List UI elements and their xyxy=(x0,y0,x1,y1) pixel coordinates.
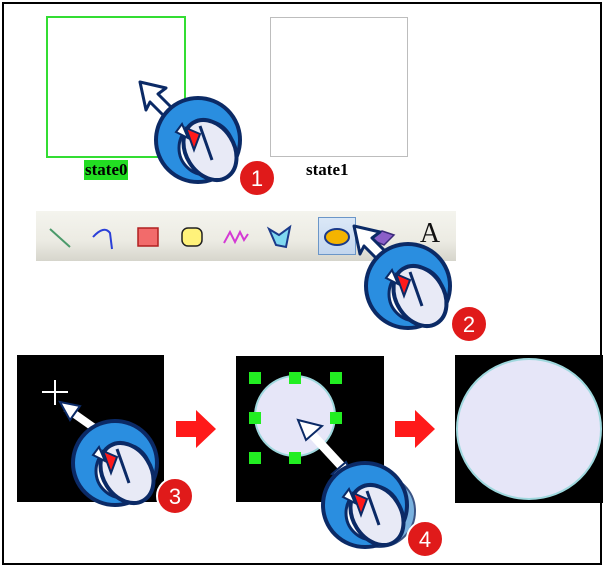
line-icon[interactable] xyxy=(44,221,76,253)
step-badge-1 xyxy=(238,159,276,197)
step-number-3: 3 xyxy=(169,484,181,509)
ellipse-icon xyxy=(324,228,350,246)
step-badge-3 xyxy=(156,477,194,515)
rounded-rect-icon[interactable] xyxy=(176,221,208,253)
state1-label[interactable]: state1 xyxy=(306,160,349,179)
next-arrow-icon xyxy=(395,410,435,448)
polygon-icon[interactable] xyxy=(264,221,296,253)
rectangle-icon[interactable] xyxy=(132,221,164,253)
state1-thumbnail[interactable] xyxy=(270,17,408,157)
step-number-1: 1 xyxy=(251,166,263,191)
state0-label[interactable]: state0 xyxy=(84,160,129,180)
resize-handles xyxy=(249,372,342,464)
next-arrow-icon xyxy=(176,410,216,448)
step-badge-2 xyxy=(450,305,488,343)
result-ellipse-shape xyxy=(456,358,602,500)
step-badge-4 xyxy=(406,520,444,558)
text-icon[interactable]: A xyxy=(419,218,441,249)
crosshair-cursor-icon xyxy=(42,380,68,405)
ellipse-tool-selected[interactable] xyxy=(318,217,356,255)
polyline-icon[interactable] xyxy=(220,221,252,253)
arc-icon[interactable] xyxy=(88,221,120,253)
step-number-2: 2 xyxy=(463,312,475,337)
step-number-4: 4 xyxy=(419,527,431,552)
mouse-drag-icon xyxy=(321,461,417,557)
